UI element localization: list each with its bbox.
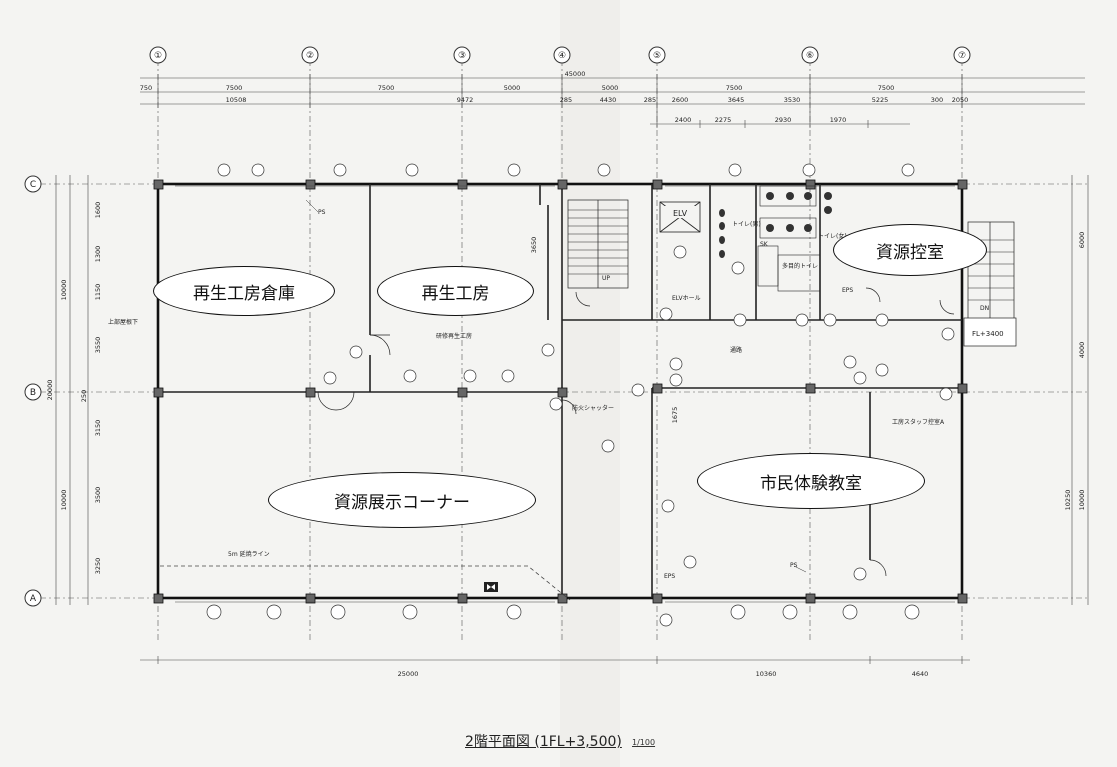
room-label-exhibit: 資源展示コーナー	[268, 472, 536, 528]
stair-core	[567, 199, 629, 289]
grid-label-6: ⑥	[806, 51, 814, 61]
dim-left-0: 10000	[60, 280, 68, 301]
dim-top3-1: 2275	[715, 116, 732, 124]
grid-bubble-c	[24, 175, 42, 193]
ps-label-2: PS	[790, 562, 798, 569]
toilet-f-label: トイレ(女)	[818, 232, 847, 240]
grid-label-c: C	[30, 180, 36, 190]
dim-leftsub-2: 1150	[94, 284, 102, 301]
ps-label-1: PS	[318, 209, 326, 216]
dim-top3-0: 2400	[675, 116, 692, 124]
dim-top-1: 7500	[226, 84, 243, 92]
dim-misc-1: 3650	[530, 237, 538, 254]
grid-bubble-a	[24, 589, 42, 607]
room-label-classroom: 市民体験教室	[697, 453, 925, 509]
grid-label-4: ④	[558, 51, 566, 61]
dim-top-4: 5000	[602, 84, 619, 92]
dim-bottom-0: 25000	[398, 670, 419, 678]
grid-label-a: A	[30, 594, 37, 604]
dim-top-2: 7500	[378, 84, 395, 92]
drawing-scale: 1/100	[632, 738, 656, 747]
dim-top2-2: 285	[560, 96, 572, 104]
dim-misc-0: 1675	[671, 407, 679, 424]
dim-top2-0: 10508	[226, 96, 247, 104]
dim-top-total: 45000	[565, 70, 586, 78]
dim-bottom-2: 4640	[912, 670, 929, 678]
dn-label: DN	[980, 305, 989, 312]
grid-bubble-5	[648, 46, 666, 64]
room-label-workshop: 再生工房	[377, 266, 534, 316]
grid-bubble-b	[24, 383, 42, 401]
dim-top2-5: 2600	[672, 96, 689, 104]
dim-right-2: 10250	[1064, 490, 1072, 511]
upper-floor-label: 上部屋根下	[108, 318, 138, 326]
room-label-office: 資源控室	[833, 224, 987, 276]
dim-top3-3: 1970	[830, 116, 847, 124]
dim-top2-7: 3530	[784, 96, 801, 104]
grid-label-2: ②	[306, 51, 314, 61]
dim-top3-2: 2930	[775, 116, 792, 124]
dim-right-0: 6000	[1078, 232, 1086, 249]
dim-leftsub-5: 3150	[94, 420, 102, 437]
sk-label: SK	[760, 241, 769, 248]
grid-label-1: ①	[154, 51, 162, 61]
dim-top2-10: 2050	[952, 96, 969, 104]
staff-room-label: 工房スタッフ控室A	[892, 418, 945, 426]
eps-label-1: EPS	[842, 287, 853, 294]
stair-up-label: UP	[602, 275, 610, 282]
dim-leftsub-1: 1300	[94, 246, 102, 263]
toilet-m-label: トイレ(男)	[732, 221, 761, 228]
dim-top2-8: 5225	[872, 96, 889, 104]
dim-left-2: 10000	[60, 490, 68, 511]
drawing-title: 2階平面図 (1FL+3,500)	[465, 734, 622, 750]
grid-label-5: ⑤	[653, 51, 661, 61]
dim-leftsub-3: 3550	[94, 337, 102, 354]
dim-top-6: 7500	[878, 84, 895, 92]
shutter-label: 防火シャッター	[572, 404, 614, 412]
workshop-sub-label: 研修再生工房	[436, 332, 472, 340]
dim-top2-3: 4430	[600, 96, 617, 104]
dim-top2-1: 9472	[457, 96, 474, 104]
grid-bubble-6	[801, 46, 819, 64]
grid-label-3: ③	[458, 51, 466, 61]
grid-bubble-2	[301, 46, 319, 64]
fl-mark: FL+3400	[972, 330, 1004, 338]
grid-bubble-3	[453, 46, 471, 64]
dim-leftsub-4: 250	[80, 390, 88, 402]
dim-top2-9: 300	[931, 96, 943, 104]
dim-left-1: 20000	[46, 380, 54, 401]
dim-right-1: 4000	[1078, 342, 1086, 359]
dim-bottom-1: 10360	[756, 670, 777, 678]
room-label-warehouse: 再生工房倉庫	[153, 266, 335, 316]
dim-top-5: 7500	[726, 84, 743, 92]
grid-bubble-4	[553, 46, 571, 64]
dim-leftsub-6: 3500	[94, 487, 102, 504]
elv-hall-label: ELVホール	[672, 295, 701, 302]
dim-top-0: 750	[140, 84, 152, 92]
line-5m-label: 5m 延焼ライン	[228, 550, 270, 558]
dim-top-3: 5000	[504, 84, 521, 92]
grid-label-b: B	[30, 388, 36, 398]
elv-label: ELV	[673, 209, 688, 218]
corridor-label: 通路	[730, 346, 742, 354]
eps-label-2: EPS	[664, 573, 675, 580]
grid-label-7: ⑦	[958, 51, 966, 61]
dim-top2-6: 3645	[728, 96, 745, 104]
grid-bubble-7	[953, 46, 971, 64]
dim-leftsub-7: 3250	[94, 558, 102, 575]
multi-toilet-label: 多目的トイレ	[782, 262, 818, 270]
dim-top2-4: 285	[644, 96, 656, 104]
dim-right-3: 10000	[1078, 490, 1086, 511]
dim-leftsub-0: 1600	[94, 202, 102, 219]
fire-line	[160, 565, 571, 601]
grid-bubble-1	[149, 46, 167, 64]
